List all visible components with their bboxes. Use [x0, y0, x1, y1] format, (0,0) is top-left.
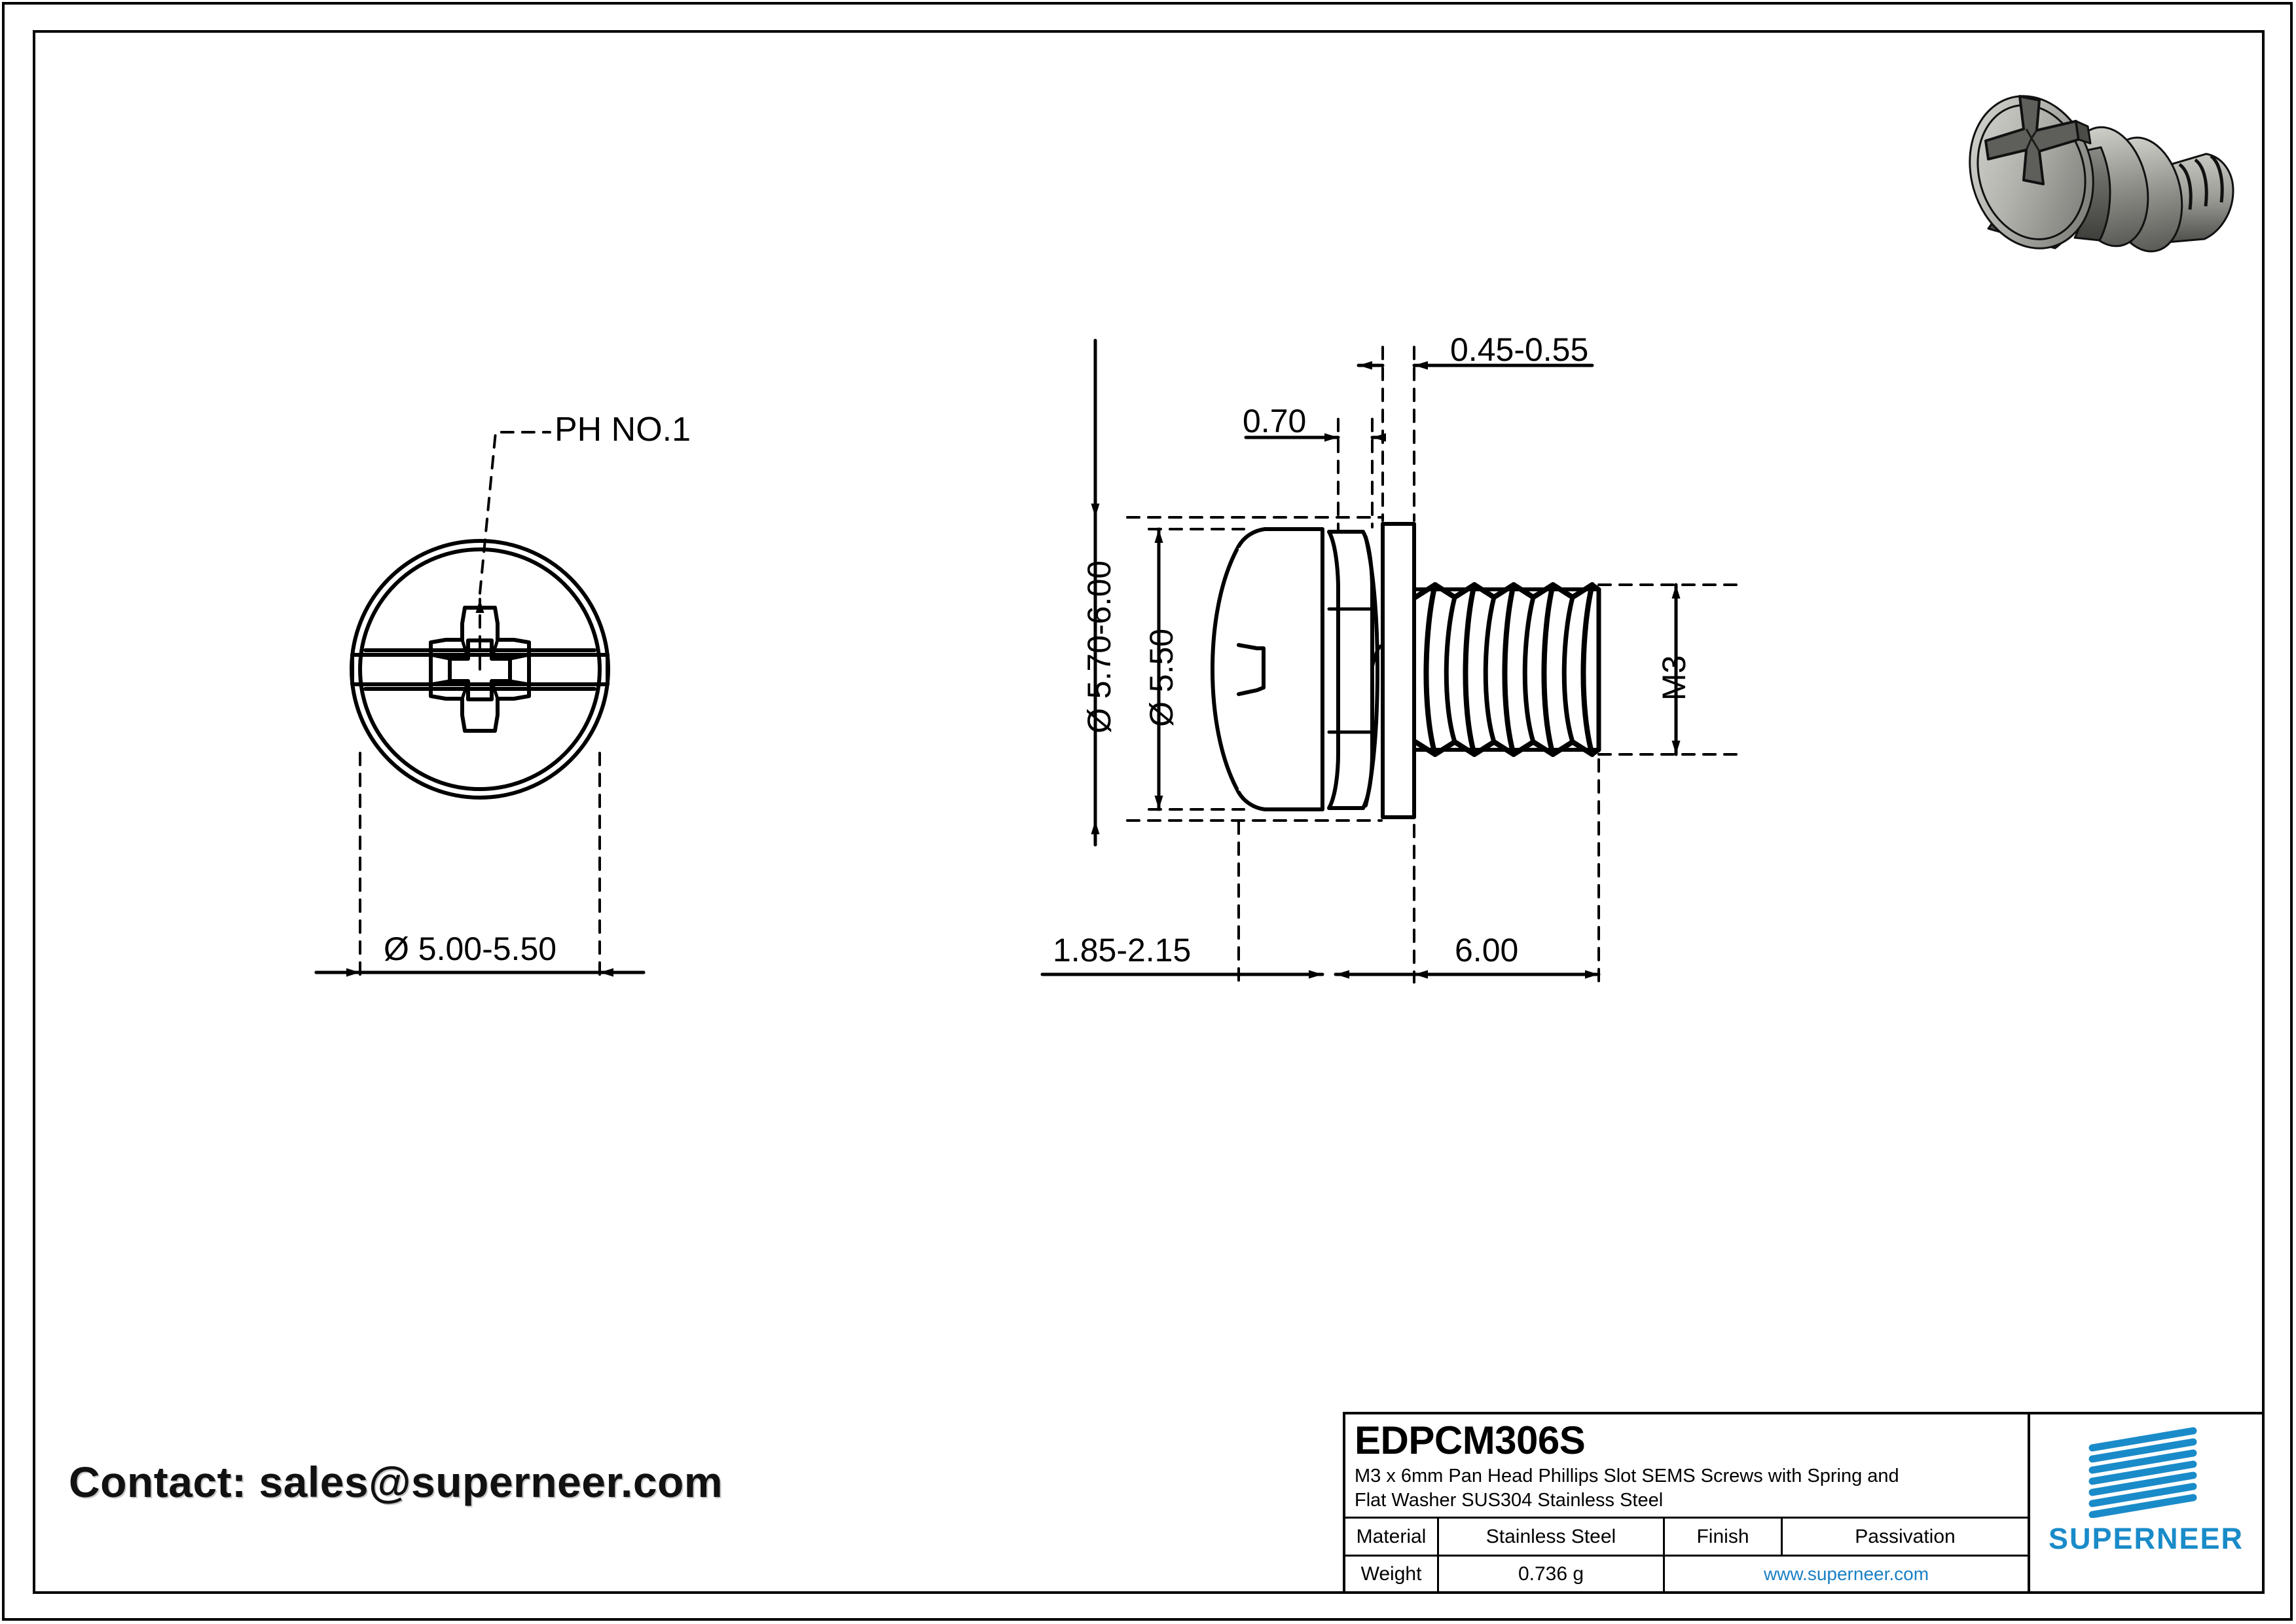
- side-view-thread-length-dim: 6.00: [1455, 932, 1519, 969]
- front-view-head-diameter-dim: Ø 5.00-5.50: [384, 931, 557, 967]
- material-label: Material: [1345, 1519, 1439, 1555]
- title-block-left: EDPCM306S M3 x 6mm Pan Head Phillips Slo…: [1345, 1414, 2030, 1591]
- product-description-line2: Flat Washer SUS304 Stainless Steel: [1355, 1490, 1664, 1511]
- title-block: EDPCM306S M3 x 6mm Pan Head Phillips Slo…: [1343, 1412, 2265, 1594]
- part-number: EDPCM306S: [1355, 1418, 1586, 1462]
- material-value: Stainless Steel: [1439, 1519, 1665, 1555]
- website-link[interactable]: www.superneer.com: [1763, 1563, 1929, 1584]
- front-view-leader-label: PH NO.1: [555, 411, 691, 449]
- side-view-washer-thickness-dim: 0.45-0.55: [1450, 331, 1589, 368]
- superneer-logo-icon: [2088, 1427, 2197, 1518]
- side-view-head-height-dim: 1.85-2.15: [1053, 932, 1192, 969]
- finish-label: Finish: [1665, 1519, 1783, 1555]
- side-view-thread-size-dim: M3: [1656, 655, 1692, 701]
- product-description: M3 x 6mm Pan Head Phillips Slot SEMS Scr…: [1355, 1464, 2028, 1513]
- weight-value: 0.736 g: [1439, 1557, 1665, 1591]
- sheet-inner-border: [33, 30, 2265, 1594]
- finish-value: Passivation: [1855, 1525, 1956, 1547]
- brand-wordmark: SUPERNEER: [2048, 1522, 2244, 1555]
- material-row: Material Stainless Steel Finish Passivat…: [1345, 1519, 2028, 1557]
- screw-3d-render: [1969, 95, 2234, 253]
- product-description-line1: M3 x 6mm Pan Head Phillips Slot SEMS Scr…: [1355, 1465, 1899, 1486]
- brand-area: SUPERNEER: [2030, 1414, 2262, 1591]
- title-block-description-area: EDPCM306S M3 x 6mm Pan Head Phillips Slo…: [1345, 1414, 2028, 1519]
- weight-label: Weight: [1345, 1557, 1439, 1591]
- contact-text: Contact: sales@superneer.com: [69, 1458, 723, 1506]
- weight-row: Weight 0.736 g www.superneer.com: [1345, 1557, 2028, 1591]
- side-view-overall-diameter-dim: Ø 5.70-6.00: [1081, 560, 1118, 733]
- side-view-spring-washer-thickness-dim: 0.70: [1243, 403, 1307, 439]
- side-view-head-diameter-dim: Ø 5.50: [1143, 628, 1180, 727]
